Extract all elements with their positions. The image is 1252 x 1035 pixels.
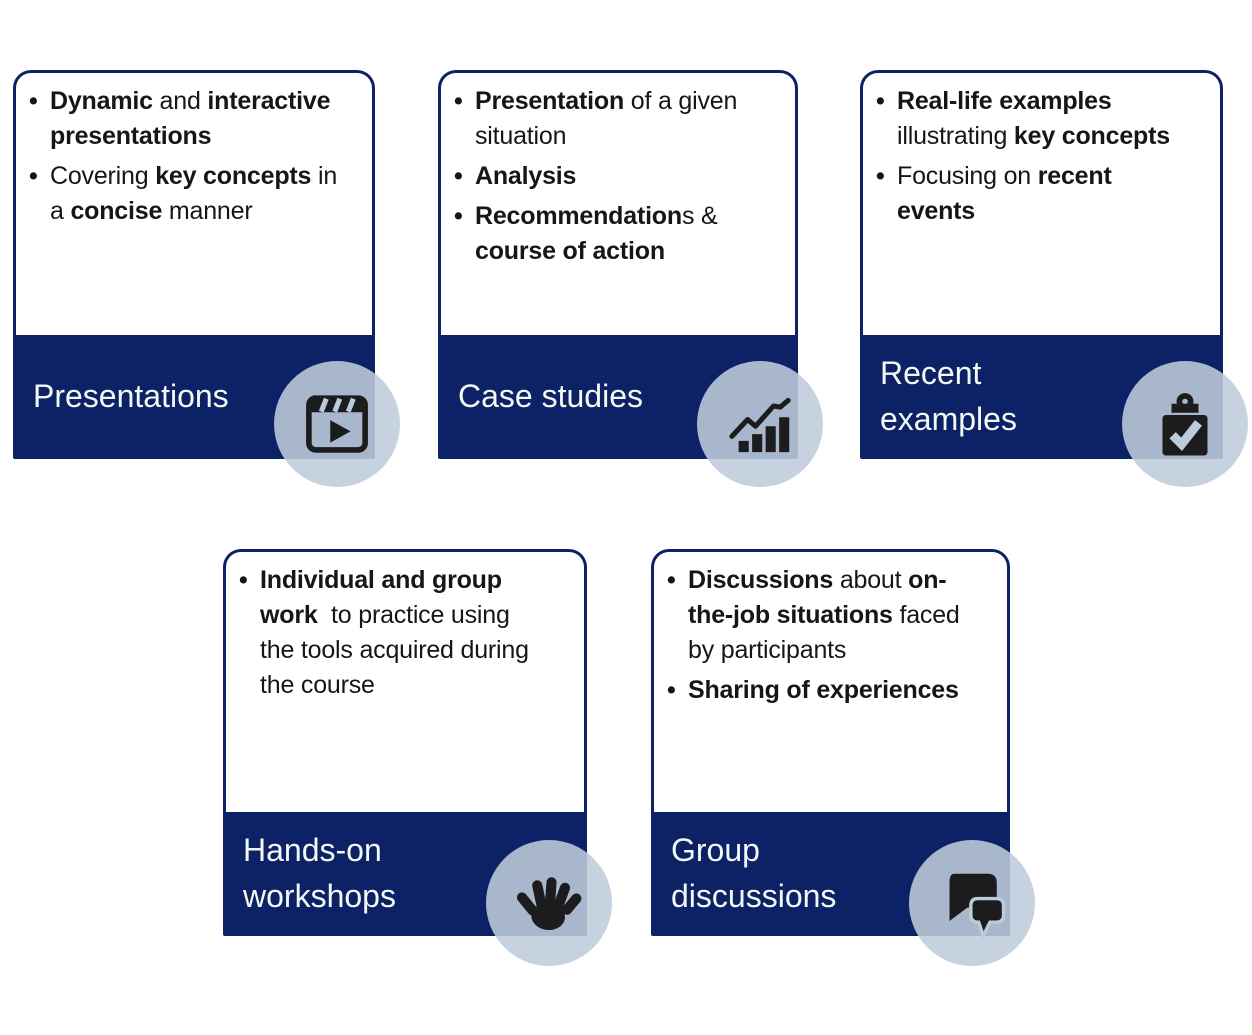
text-run: recent events bbox=[897, 162, 1112, 225]
text-run: to practice using the tools acquired dur… bbox=[260, 601, 529, 699]
text-run: Sharing of experiences bbox=[688, 676, 959, 704]
icon-badge bbox=[1122, 361, 1248, 487]
card-group-discussions: Discussions about on- the-job situations… bbox=[651, 549, 1035, 966]
bullet-item: Covering key concepts in a concise manne… bbox=[28, 159, 368, 229]
text-run: manner bbox=[162, 197, 253, 225]
text-run: key concepts bbox=[1013, 122, 1170, 150]
card-title: Case studies bbox=[458, 377, 643, 414]
text-run: of a given situation bbox=[475, 87, 738, 150]
text-run: Presentation bbox=[475, 87, 625, 115]
icon-badge bbox=[697, 361, 823, 487]
card-case-studies: Presentation of a given situationAnalysi… bbox=[438, 70, 823, 487]
film-clapper-icon bbox=[306, 395, 368, 453]
card-title: Group discussions bbox=[671, 831, 837, 914]
text-run: and bbox=[152, 87, 208, 115]
bullet-item: Dynamic and interactive presentations bbox=[28, 84, 368, 154]
icon-badge bbox=[274, 361, 400, 487]
text-run: s & bbox=[681, 202, 718, 230]
bullet-list: Dynamic and interactive presentationsCov… bbox=[28, 84, 368, 229]
text-run: key concepts bbox=[155, 162, 312, 190]
icon-badge bbox=[486, 840, 612, 966]
bullet-item: Real-life examples illustrating key conc… bbox=[875, 84, 1216, 154]
text-run: interactive presentations bbox=[50, 87, 331, 150]
text-run: Dynamic bbox=[50, 87, 153, 115]
card-body: Individual and group work to practice us… bbox=[226, 552, 584, 812]
text-run: on- the-job situations bbox=[688, 566, 947, 629]
card-body: Presentation of a given situationAnalysi… bbox=[441, 73, 795, 335]
card-hands-on-workshops: Individual and group work to practice us… bbox=[223, 549, 612, 966]
card-recent-examples: Real-life examples illustrating key conc… bbox=[860, 70, 1248, 487]
text-run: Focusing on bbox=[897, 162, 1038, 190]
card-title: Recent examples bbox=[880, 354, 1017, 437]
text-run: illustrating bbox=[897, 122, 1008, 150]
text-run: Individual and group work bbox=[260, 566, 502, 629]
card-body: Real-life examples illustrating key conc… bbox=[863, 73, 1220, 335]
text-run: Analysis bbox=[475, 162, 577, 190]
clipboard-check-icon bbox=[1162, 393, 1208, 456]
card-body: Discussions about on- the-job situations… bbox=[654, 552, 1007, 812]
card-presentations: Dynamic and interactive presentationsCov… bbox=[13, 70, 400, 487]
bullet-item: Sharing of experiences bbox=[666, 673, 1003, 708]
bullet-item: Individual and group work to practice us… bbox=[238, 563, 580, 703]
text-run: about bbox=[833, 566, 909, 594]
bullet-item: Recommendations & course of action bbox=[453, 199, 791, 269]
bullet-list: Presentation of a given situationAnalysi… bbox=[453, 84, 791, 269]
growth-chart-icon bbox=[729, 397, 791, 453]
text-run: Recommendation bbox=[475, 202, 682, 230]
speech-bubbles-icon bbox=[949, 873, 1006, 939]
bullet-item: Analysis bbox=[453, 159, 791, 194]
card-body: Dynamic and interactive presentationsCov… bbox=[16, 73, 372, 335]
card-title: Hands-on workshops bbox=[243, 831, 396, 914]
text-run: in a bbox=[50, 162, 338, 225]
bullet-list: Real-life examples illustrating key conc… bbox=[875, 84, 1216, 229]
bullet-item: Focusing on recent events bbox=[875, 159, 1216, 229]
bullet-list: Individual and group work to practice us… bbox=[238, 563, 580, 703]
text-run: Discussions bbox=[688, 566, 834, 594]
bullet-item: Presentation of a given situation bbox=[453, 84, 791, 154]
text-run: faced by participants bbox=[688, 601, 960, 664]
hand-icon bbox=[516, 877, 582, 931]
card-title: Presentations bbox=[33, 377, 229, 414]
icon-badge bbox=[909, 840, 1035, 966]
bullet-list: Discussions about on- the-job situations… bbox=[666, 563, 1003, 708]
text-run: Covering bbox=[50, 162, 156, 190]
text-run: Real-life examples bbox=[897, 87, 1112, 115]
text-run: concise bbox=[70, 197, 163, 225]
bullet-item: Discussions about on- the-job situations… bbox=[666, 563, 1003, 668]
text-run: course of action bbox=[475, 237, 665, 265]
